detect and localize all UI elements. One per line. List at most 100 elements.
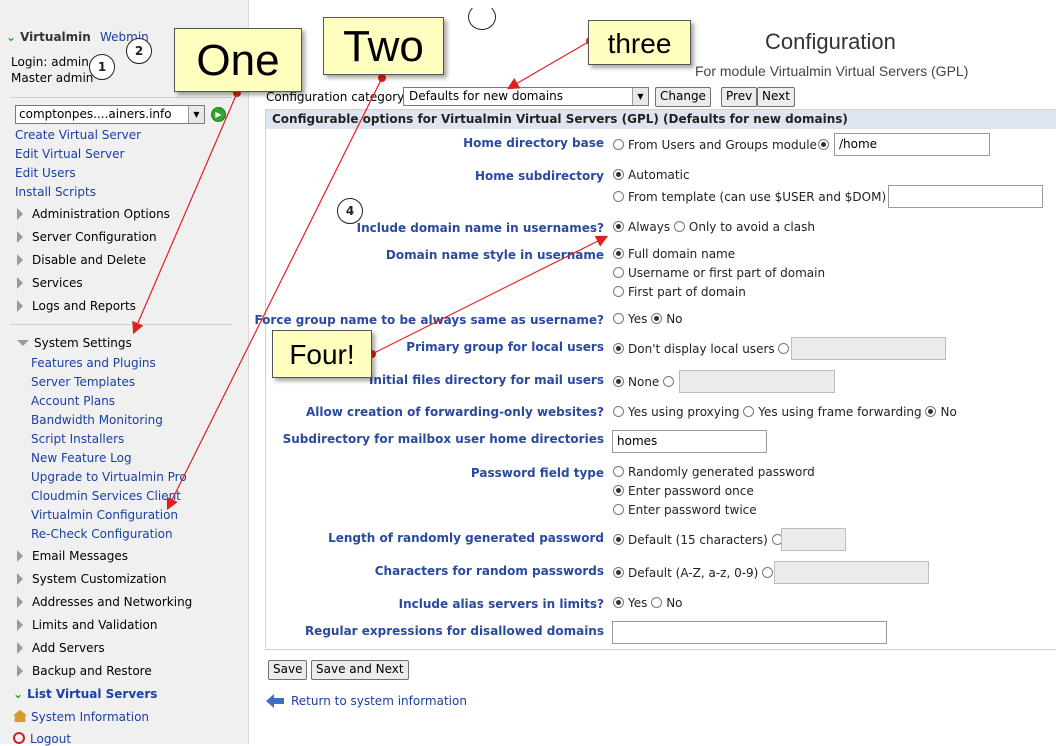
dont-display-radio[interactable] (613, 343, 624, 354)
no-radio[interactable] (651, 597, 663, 608)
avoid-clash-radio[interactable] (673, 221, 685, 232)
always-radio[interactable] (613, 221, 624, 232)
home-base-input[interactable]: /home (834, 133, 990, 156)
return-to-system-information-link[interactable]: Return to system information (291, 694, 467, 708)
frame-forwarding-radio[interactable] (743, 406, 755, 417)
radio-button[interactable] (613, 139, 624, 150)
domain-style-full[interactable]: Full domain name (613, 247, 735, 261)
home-base-custom-radio[interactable] (818, 139, 829, 150)
alias-limits-options: Yes No (613, 596, 683, 610)
option-label: No (940, 405, 957, 419)
password-type-random[interactable]: Randomly generated password (613, 465, 815, 479)
cloudmin-services-client-link[interactable]: Cloudmin Services Client (31, 489, 181, 503)
recheck-configuration-link[interactable]: Re-Check Configuration (31, 527, 173, 541)
features-and-plugins-link[interactable]: Features and Plugins (31, 356, 156, 370)
regex-domains-input[interactable] (612, 621, 887, 644)
option-label: Only to avoid a clash (688, 220, 815, 234)
domain-style-first-part[interactable]: First part of domain (613, 285, 746, 299)
save-and-next-button[interactable]: Save and Next (311, 660, 409, 680)
dropdown-arrow-icon[interactable]: ▼ (188, 106, 204, 123)
category-select-value: Defaults for new domains (409, 89, 564, 103)
new-feature-log-link[interactable]: New Feature Log (31, 451, 132, 465)
script-installers-link[interactable]: Script Installers (31, 432, 125, 446)
none-radio[interactable] (613, 376, 624, 387)
custom-dir-radio[interactable] (663, 376, 675, 387)
server-templates-link[interactable]: Server Templates (31, 375, 136, 389)
go-icon[interactable]: ▶ (211, 107, 226, 122)
category-backup-and-restore[interactable]: Backup and Restore (17, 664, 152, 678)
password-type-twice[interactable]: Enter password twice (613, 503, 757, 517)
category-limits-and-validation[interactable]: Limits and Validation (17, 618, 157, 632)
domain-style-username[interactable]: Username or first part of domain (613, 266, 825, 280)
category-add-servers[interactable]: Add Servers (17, 641, 105, 655)
next-button[interactable]: Next (757, 87, 795, 107)
password-type-once[interactable]: Enter password once (613, 484, 754, 498)
home-sub-option-template[interactable]: From template (can use $USER and $DOM) (613, 190, 886, 204)
virtualmin-configuration-link[interactable]: Virtualmin Configuration (31, 508, 179, 522)
bandwidth-monitoring-link[interactable]: Bandwidth Monitoring (31, 413, 163, 427)
dropdown-arrow-icon[interactable]: ▼ (632, 88, 648, 105)
yes-radio[interactable] (613, 313, 624, 324)
radio-button[interactable] (613, 466, 624, 477)
edit-virtual-server-link[interactable]: Edit Virtual Server (15, 147, 125, 161)
radio-button[interactable] (613, 248, 624, 259)
create-virtual-server-link[interactable]: Create Virtual Server (15, 128, 142, 142)
category-system-customization[interactable]: System Customization (17, 572, 167, 586)
option-label: Yes using frame forwarding (758, 405, 922, 419)
home-sub-option-automatic[interactable]: Automatic (613, 168, 690, 182)
install-scripts-link[interactable]: Install Scripts (15, 185, 96, 199)
system-information-link[interactable]: System Information (13, 710, 149, 724)
option-label: No (666, 312, 683, 326)
home-subdirectory-label: Home subdirectory (475, 169, 604, 183)
password-length-input[interactable] (781, 528, 846, 551)
category-system-settings[interactable]: System Settings (17, 336, 132, 350)
radio-button[interactable] (613, 267, 624, 278)
home-sub-template-input[interactable] (888, 185, 1043, 208)
category-disable-and-delete[interactable]: Disable and Delete (17, 253, 146, 267)
password-chars-input[interactable] (774, 561, 929, 584)
left-navigation-frame: ⌄Virtualmin Webmin Login: admin Master a… (0, 0, 249, 746)
category-label: Addresses and Networking (32, 595, 193, 609)
category-administration-options[interactable]: Administration Options (17, 207, 170, 221)
domain-select[interactable]: comptonpes....ainers.info ▼ (15, 105, 205, 124)
radio-button[interactable] (613, 191, 624, 202)
mailbox-subdir-input[interactable]: homes (612, 430, 767, 453)
category-services[interactable]: Services (17, 276, 83, 290)
primary-group-input[interactable] (791, 337, 946, 360)
radio-button[interactable] (613, 169, 624, 180)
custom-chars-radio[interactable] (762, 567, 774, 578)
prev-button[interactable]: Prev (721, 87, 758, 107)
proxying-radio[interactable] (613, 406, 624, 417)
custom-group-radio[interactable] (778, 343, 790, 354)
radio-button[interactable] (613, 286, 624, 297)
upgrade-to-pro-link[interactable]: Upgrade to Virtualmin Pro (31, 470, 187, 484)
annotation-three: three (588, 20, 691, 65)
back-arrow-icon[interactable] (266, 694, 284, 708)
account-plans-link[interactable]: Account Plans (31, 394, 116, 408)
option-label: From Users and Groups module (628, 138, 817, 152)
no-radio[interactable] (651, 313, 663, 324)
list-virtual-servers-link[interactable]: ⌄List Virtual Servers (13, 687, 157, 701)
radio-button[interactable] (613, 485, 624, 496)
edit-users-link[interactable]: Edit Users (15, 166, 76, 180)
category-label: Configuration category: (266, 90, 408, 104)
save-button[interactable]: Save (268, 660, 308, 680)
initial-files-input[interactable] (679, 370, 835, 393)
radio-button[interactable] (613, 504, 624, 515)
home-base-option-users-groups[interactable]: From Users and Groups module (613, 138, 817, 152)
category-addresses-and-networking[interactable]: Addresses and Networking (17, 595, 192, 609)
regex-domains-label: Regular expressions for disallowed domai… (304, 624, 604, 638)
category-server-configuration[interactable]: Server Configuration (17, 230, 157, 244)
category-email-messages[interactable]: Email Messages (17, 549, 128, 563)
logout-link[interactable]: Logout (13, 732, 71, 746)
change-button[interactable]: Change (655, 87, 711, 107)
no-radio[interactable] (925, 406, 937, 417)
default-radio[interactable] (613, 567, 624, 578)
yes-radio[interactable] (613, 597, 624, 608)
expand-triangle-icon (17, 550, 23, 562)
option-label: Username or first part of domain (628, 266, 826, 280)
default-radio[interactable] (613, 534, 624, 545)
virtualmin-tab[interactable]: ⌄Virtualmin (6, 30, 91, 44)
configuration-category-select[interactable]: Defaults for new domains ▼ (403, 87, 649, 106)
category-logs-and-reports[interactable]: Logs and Reports (17, 299, 136, 313)
